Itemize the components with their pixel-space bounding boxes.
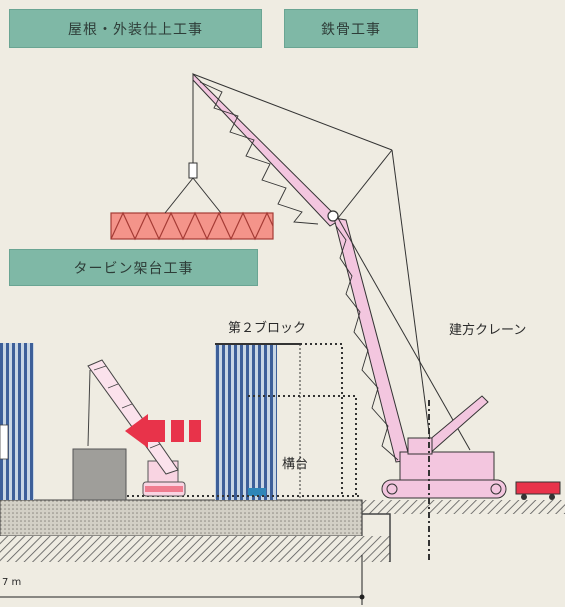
second-block-label: 第２ブロック <box>228 321 307 336</box>
second-block-building <box>215 343 301 500</box>
turbine-foundation-block <box>72 448 127 501</box>
trailer <box>515 481 561 500</box>
platform-label: 構台 <box>282 457 309 472</box>
ground <box>0 499 565 562</box>
erection-crane-label: 建方クレーン <box>449 323 527 338</box>
roof-truss <box>110 74 274 241</box>
dimension-label: 7 m <box>2 577 22 588</box>
small-crawler-crane <box>87 359 186 497</box>
roof-exterior-finishing-label: 屋根・外装仕上工事 <box>9 9 262 48</box>
turbine-base-work-label: タービン架台工事 <box>9 249 258 286</box>
move-arrow <box>125 414 201 448</box>
existing-building <box>0 343 34 500</box>
block-outline-dotted <box>127 343 360 497</box>
dimension-line <box>0 555 365 605</box>
steel-frame-work-label: 鉄骨工事 <box>284 9 418 48</box>
